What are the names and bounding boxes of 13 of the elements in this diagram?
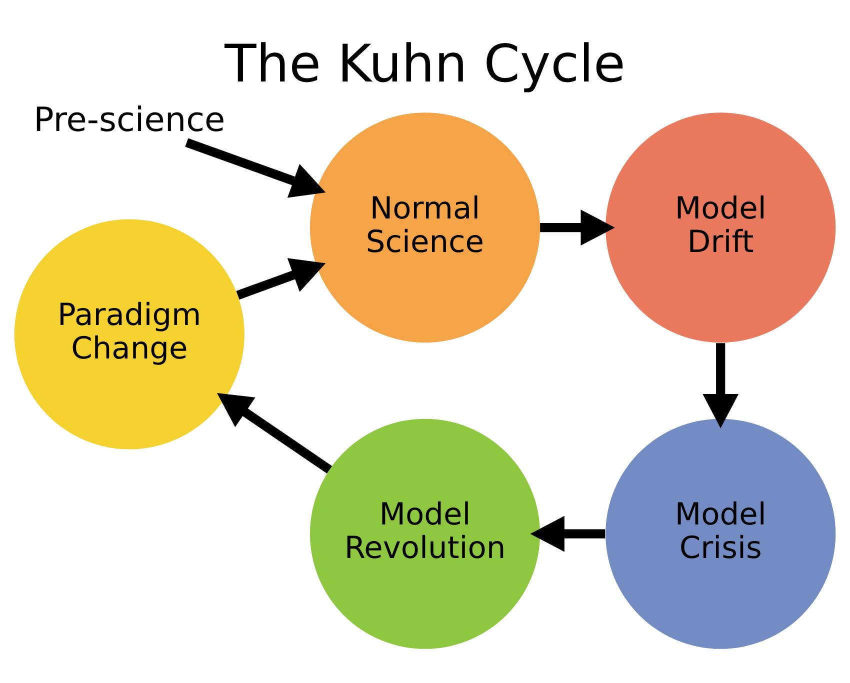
node-circle: Paradigm Change xyxy=(14,219,244,450)
node-circle: Model Revolution xyxy=(310,418,540,649)
node-circle: Model Drift xyxy=(606,112,836,343)
arrow xyxy=(236,258,326,300)
arrow xyxy=(216,392,332,474)
arrow xyxy=(530,516,606,552)
diagram-title: The Kuhn Cycle xyxy=(224,34,626,95)
node-circle: Model Crisis xyxy=(606,418,836,649)
node-text: Pre-science xyxy=(34,100,226,139)
arrow xyxy=(185,138,326,198)
arrow xyxy=(702,343,739,428)
arrow xyxy=(540,210,615,246)
node-circle: Normal Science xyxy=(310,112,540,343)
